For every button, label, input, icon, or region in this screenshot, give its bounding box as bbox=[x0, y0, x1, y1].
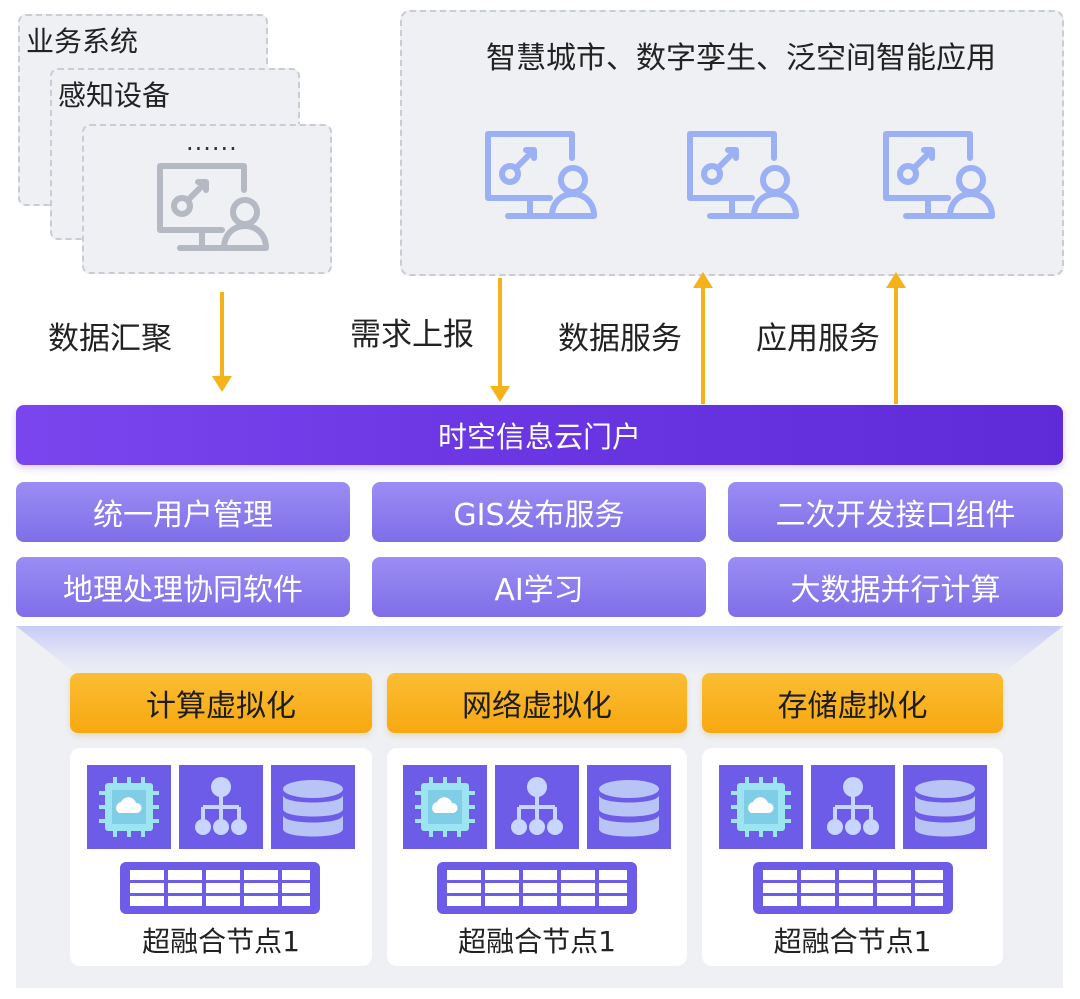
arrow-down-aggregation-shaft bbox=[220, 292, 224, 376]
arrow-up-data-service-shaft bbox=[701, 288, 705, 404]
monitor-user-icon bbox=[687, 131, 799, 219]
portal-bar: 时空信息云门户 bbox=[16, 405, 1063, 465]
network-topology-icon bbox=[179, 765, 263, 849]
network-topology-icon bbox=[811, 765, 895, 849]
application-panel bbox=[400, 10, 1064, 276]
monitor-user-icon bbox=[883, 131, 995, 219]
database-icon bbox=[903, 765, 987, 849]
service-secondary-dev-interface: 二次开发接口组件 bbox=[728, 482, 1063, 542]
server-rack-icon bbox=[437, 862, 637, 914]
node-label: 超融合节点1 bbox=[458, 925, 616, 958]
cpu-cloud-icon bbox=[719, 765, 803, 849]
service-label: 二次开发接口组件 bbox=[775, 498, 1016, 533]
service-label: 大数据并行计算 bbox=[790, 573, 1001, 608]
service-label: 地理处理协同软件 bbox=[63, 573, 303, 608]
monitor-user-icon bbox=[485, 131, 597, 219]
service-label: AI学习 bbox=[494, 573, 584, 608]
arrow-up-icon bbox=[693, 272, 713, 288]
arrow-up-icon bbox=[886, 272, 906, 288]
virt-label: 存储虚拟化 bbox=[777, 689, 928, 724]
service-ai-learning: AI学习 bbox=[372, 557, 706, 617]
service-label: GIS发布服务 bbox=[453, 498, 625, 533]
portal-bar-label: 时空信息云门户 bbox=[437, 420, 641, 454]
virt-network: 网络虚拟化 bbox=[387, 673, 687, 733]
node-label: 超融合节点1 bbox=[142, 925, 300, 958]
database-icon bbox=[271, 765, 355, 849]
database-icon bbox=[587, 765, 671, 849]
flow-label-app-service: 应用服务 bbox=[756, 321, 880, 357]
arrow-up-app-service-shaft bbox=[894, 288, 898, 404]
cpu-cloud-icon bbox=[87, 765, 171, 849]
arrow-down-icon bbox=[212, 376, 232, 392]
server-rack-icon bbox=[753, 862, 953, 914]
flow-label-demand-report: 需求上报 bbox=[350, 317, 474, 353]
service-unified-user-management: 统一用户管理 bbox=[16, 482, 350, 542]
arrow-down-demand-shaft bbox=[498, 278, 502, 386]
network-topology-icon bbox=[495, 765, 579, 849]
virt-compute: 计算虚拟化 bbox=[70, 673, 372, 733]
service-gis-publishing: GIS发布服务 bbox=[372, 482, 706, 542]
service-big-data-parallel: 大数据并行计算 bbox=[728, 557, 1063, 617]
virt-storage: 存储虚拟化 bbox=[702, 673, 1003, 733]
source-card-business-label: 业务系统 bbox=[26, 25, 139, 58]
server-rack-icon bbox=[120, 862, 320, 914]
node-label: 超融合节点1 bbox=[773, 925, 932, 958]
virt-label: 网络虚拟化 bbox=[462, 689, 612, 724]
cpu-cloud-icon bbox=[403, 765, 487, 849]
service-label: 统一用户管理 bbox=[93, 498, 273, 533]
source-card-sensing-label: 感知设备 bbox=[58, 79, 171, 112]
application-panel-title: 智慧城市、数字孪生、泛空间智能应用 bbox=[486, 41, 996, 76]
virt-label: 计算虚拟化 bbox=[146, 689, 296, 724]
source-card-more-label: ...... bbox=[186, 128, 238, 156]
service-geoprocessing-collab: 地理处理协同软件 bbox=[16, 557, 350, 617]
monitor-user-icon bbox=[157, 163, 269, 251]
source-card-more bbox=[82, 124, 332, 274]
funnel-connector bbox=[16, 626, 1063, 676]
arrow-down-icon bbox=[490, 386, 510, 402]
flow-label-data-service: 数据服务 bbox=[558, 321, 682, 357]
flow-label-data-aggregation: 数据汇聚 bbox=[48, 321, 172, 357]
